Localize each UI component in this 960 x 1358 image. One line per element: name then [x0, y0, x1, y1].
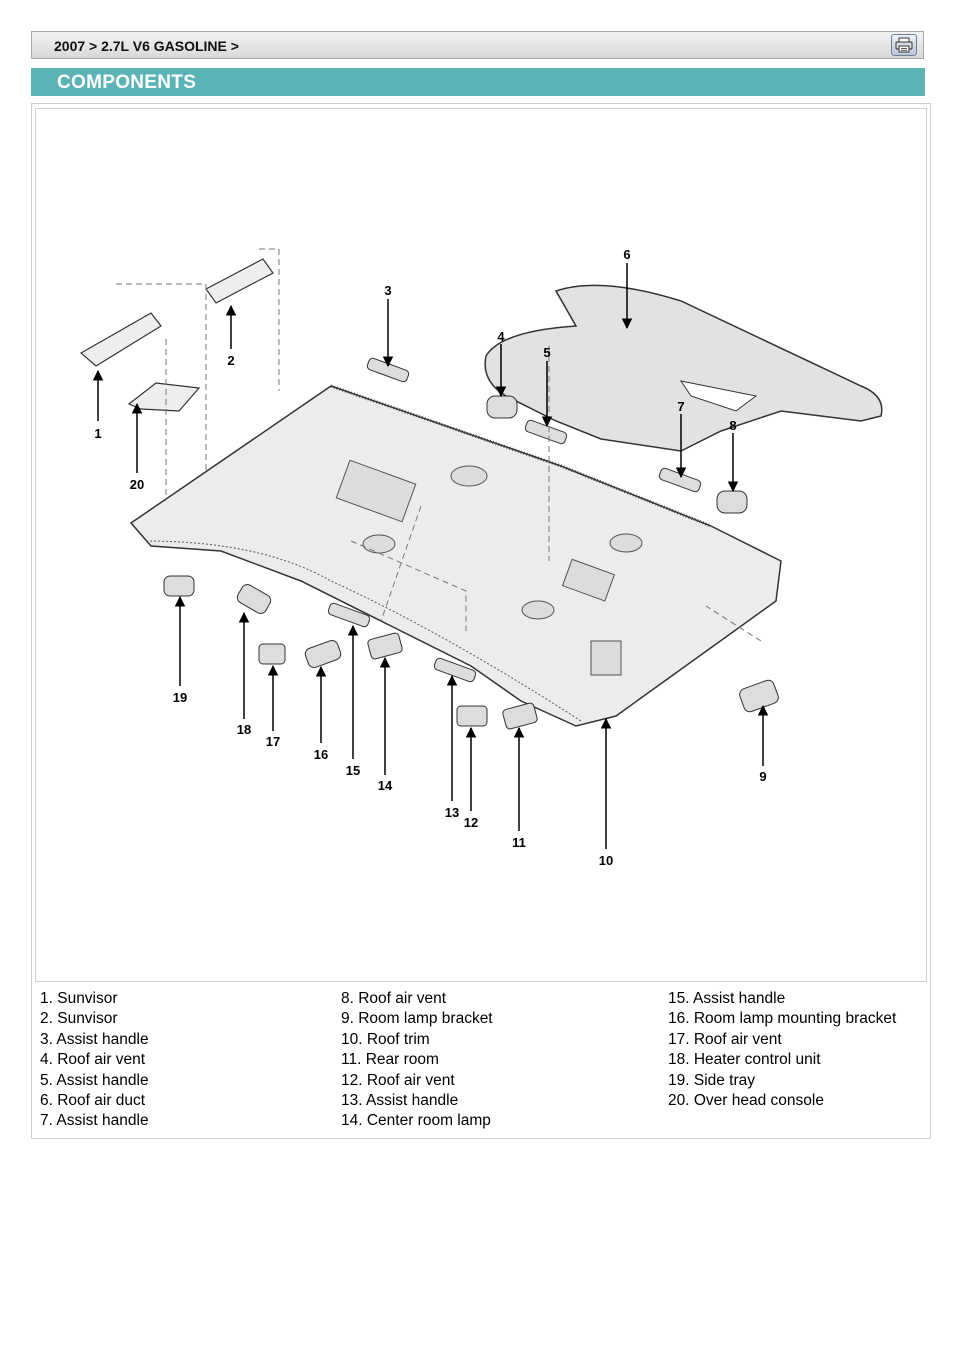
legend-item: 11. Rear room: [341, 1051, 439, 1069]
breadcrumb[interactable]: 2007 > 2.7L V6 GASOLINE >: [54, 38, 239, 54]
roof-trim-exploded-view: 1 2 3 4 5 6 7 8 9 10 11 12 13 14 15 16 1…: [79, 247, 883, 868]
legend-item: 6. Roof air duct: [40, 1092, 146, 1110]
legend-item: 19. Side tray: [668, 1071, 756, 1089]
section-header: COMPONENTS: [31, 68, 925, 96]
legend-item: 7. Assist handle: [40, 1112, 149, 1130]
rear-room: [502, 702, 538, 730]
callout-label: 12: [464, 815, 478, 830]
breadcrumb-bar: 2007 > 2.7L V6 GASOLINE >: [31, 31, 924, 59]
callout-label: 17: [266, 734, 280, 749]
legend-column-2: 8. Roof air vent 9. Room lamp bracket 10…: [341, 989, 493, 1132]
callout-label: 19: [173, 690, 187, 705]
sunvisor-1: [79, 312, 162, 367]
legend-item: 15. Assist handle: [668, 990, 786, 1007]
legend-item: 10. Roof trim: [341, 1030, 430, 1048]
callout-label: 5: [543, 345, 550, 360]
callout-label: 16: [314, 747, 328, 762]
callout-label: 18: [237, 722, 251, 737]
callout-label: 9: [759, 769, 766, 784]
legend-item: 1. Sunvisor: [40, 990, 118, 1007]
callout-label: 2: [227, 353, 234, 368]
legend-item: 5. Assist handle: [40, 1071, 149, 1089]
callout-label: 1: [94, 426, 101, 441]
roof-air-duct: [484, 284, 883, 452]
legend-item: 3. Assist handle: [40, 1030, 149, 1048]
callout-label: 4: [497, 329, 505, 344]
roof-air-vent-17: [258, 643, 286, 665]
print-button[interactable]: [891, 34, 917, 56]
side-tray: [163, 575, 195, 597]
printer-icon: [895, 37, 913, 53]
legend-item: 17. Roof air vent: [668, 1030, 782, 1048]
over-head-console: [127, 382, 201, 412]
legend-item: 18. Heater control unit: [668, 1051, 821, 1069]
heater-control-unit: [236, 584, 272, 614]
legend-item: 16. Room lamp mounting bracket: [668, 1010, 897, 1028]
roof-air-vent-4: [486, 395, 518, 419]
legend-item: 8. Roof air vent: [341, 990, 447, 1007]
center-room-lamp: [367, 632, 403, 660]
roof-air-vent-8: [716, 490, 748, 514]
sunvisor-2: [205, 258, 274, 304]
legend-item: 13. Assist handle: [341, 1092, 459, 1110]
legend-item: 4. Roof air vent: [40, 1051, 146, 1069]
roof-air-vent-12: [456, 705, 488, 727]
assist-handle-7: [658, 467, 702, 493]
callout-label: 3: [384, 283, 391, 298]
callout-label: 15: [346, 763, 360, 778]
callout-label: 10: [599, 853, 613, 868]
legend-item: 20. Over head console: [668, 1092, 824, 1110]
callout-leaders: [92, 263, 769, 849]
legend-column-3: 15. Assist handle 16. Room lamp mounting…: [668, 989, 896, 1111]
callout-label: 8: [729, 418, 736, 433]
callout-label: 13: [445, 805, 459, 820]
callout-label: 6: [623, 247, 630, 262]
components-diagram: 1 2 3 4 5 6 7 8 9 10 11 12 13 14 15 16 1…: [35, 108, 927, 982]
legend-item: 12. Roof air vent: [341, 1071, 455, 1089]
callout-label: 7: [677, 399, 684, 414]
legend-item: 14. Center room lamp: [341, 1112, 491, 1130]
legend-column-1: 1. Sunvisor 2. Sunvisor 3. Assist handle…: [40, 989, 149, 1132]
callout-label: 20: [130, 477, 144, 492]
callout-label: 11: [512, 835, 526, 850]
room-lamp-mounting-bracket: [304, 639, 342, 669]
callout-label: 14: [378, 778, 393, 793]
assembly-lines: [116, 248, 762, 642]
section-title: COMPONENTS: [57, 72, 197, 93]
content-panel: [31, 103, 931, 1139]
legend-item: 9. Room lamp bracket: [341, 1010, 493, 1028]
callout-numbers: 1 2 3 4 5 6 7 8 9 10 11 12 13 14 15 16 1…: [94, 247, 766, 868]
assist-handle-15: [327, 602, 371, 628]
legend-item: 2. Sunvisor: [40, 1010, 118, 1028]
room-lamp-bracket: [739, 679, 779, 713]
